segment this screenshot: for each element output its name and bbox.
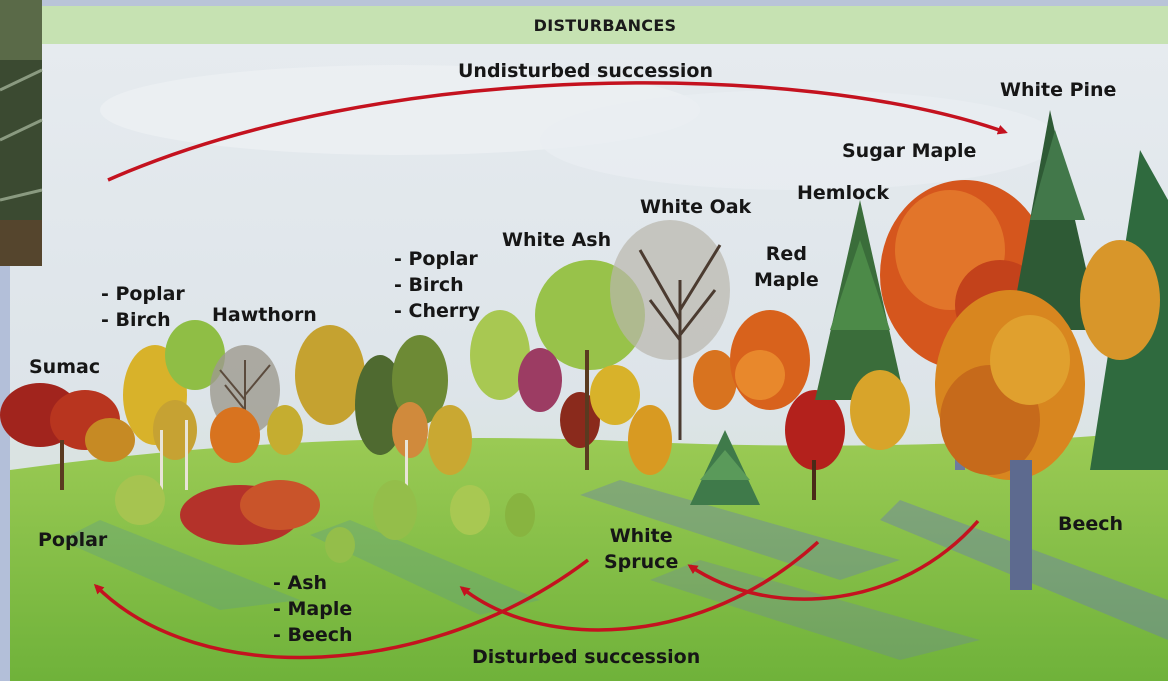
label-amb-line-1: - Ash [273,570,353,596]
label-sugar-maple: Sugar Maple [842,138,976,164]
label-hawthorn: Hawthorn [212,302,317,328]
label-red-maple-line-2: Maple [754,267,819,293]
label-amb-line-2: - Maple [273,596,353,622]
label-sumac: Sumac [29,354,100,380]
label-white-spruce: White Spruce [604,523,678,575]
label-pbc-line-1: - Poplar [394,246,480,272]
header-title: DISTURBANCES [534,16,677,35]
label-red-maple-line-1: Red [754,241,819,267]
undisturbed-succession-label: Undisturbed succession [458,58,713,84]
label-hemlock: Hemlock [797,180,889,206]
label-poplar-birch: - Poplar - Birch [101,281,185,333]
photo-inset [0,0,42,266]
label-poplar: Poplar [38,527,107,553]
label-white-pine: White Pine [1000,77,1116,103]
label-pb-line-2: - Birch [101,307,185,333]
label-ash-maple-beech: - Ash - Maple - Beech [273,570,353,648]
disturbances-header: DISTURBANCES [42,6,1168,44]
label-white-oak: White Oak [640,194,751,220]
label-ws-line-1: White [604,523,678,549]
label-pbc-line-2: - Birch [394,272,480,298]
label-poplar-birch-cherry: - Poplar - Birch - Cherry [394,246,480,324]
label-amb-line-3: - Beech [273,622,353,648]
label-white-ash: White Ash [502,227,611,253]
label-pbc-line-3: - Cherry [394,298,480,324]
label-red-maple: Red Maple [754,241,819,293]
label-ws-line-2: Spruce [604,549,678,575]
disturbed-succession-label: Disturbed succession [472,644,700,670]
label-beech: Beech [1058,511,1123,537]
label-pb-line-1: - Poplar [101,281,185,307]
